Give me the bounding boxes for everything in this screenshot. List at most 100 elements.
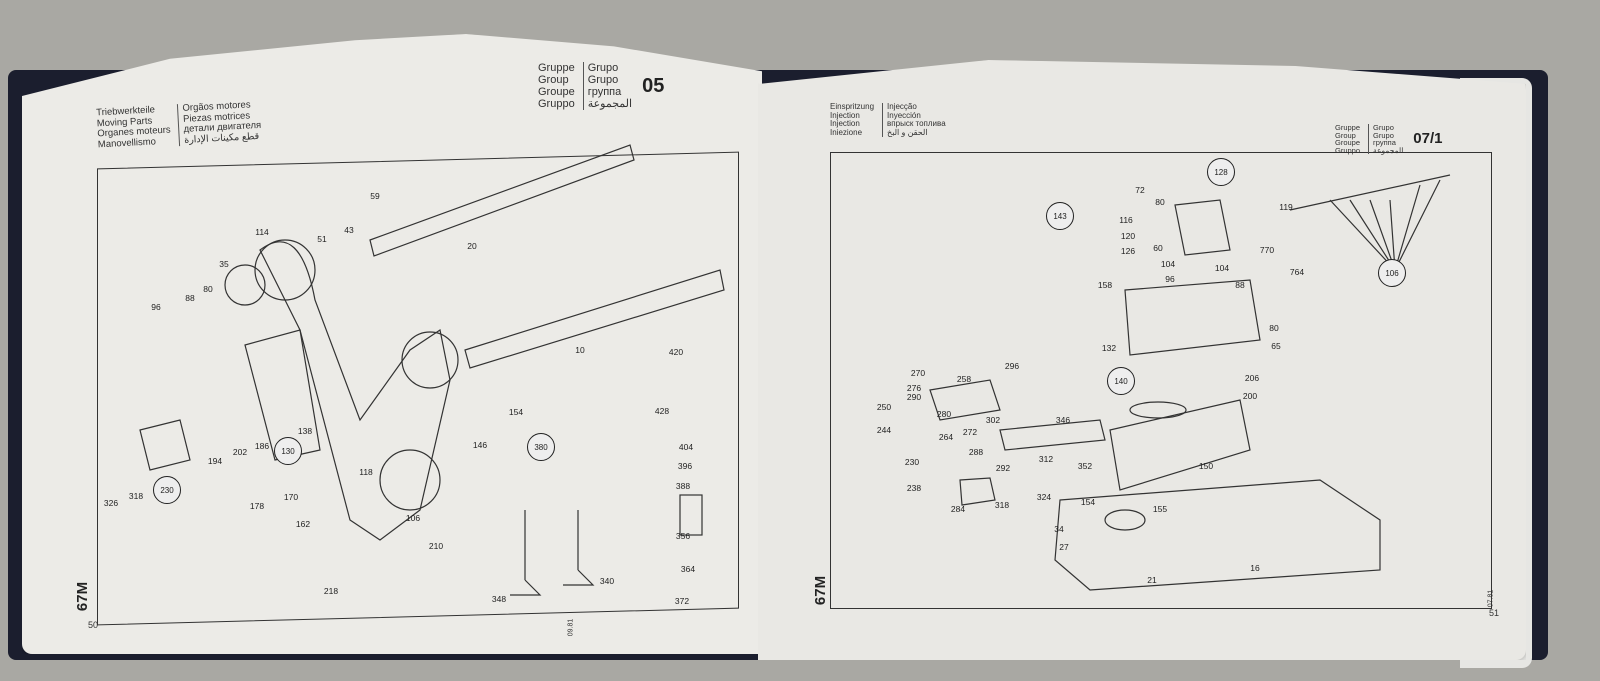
- part-number-callout: 238: [906, 483, 922, 493]
- part-number-callout: 130: [274, 437, 302, 465]
- part-number-callout: 340: [599, 576, 615, 586]
- part-number-callout: 158: [1097, 280, 1113, 290]
- right-page: [758, 60, 1526, 660]
- part-number-callout: 428: [654, 406, 670, 416]
- part-number-callout: 51: [317, 234, 327, 244]
- part-number-callout: 276: [906, 383, 922, 393]
- group-label: Grupo: [587, 62, 619, 74]
- part-number-callout: 770: [1259, 245, 1275, 255]
- part-number-callout: 364: [680, 564, 696, 574]
- part-number-callout: 104: [1160, 259, 1176, 269]
- part-number-callout: 202: [232, 447, 248, 457]
- part-number-callout: 132: [1101, 343, 1117, 353]
- part-number-callout: 80: [1155, 197, 1165, 207]
- title-es: Inyección: [887, 110, 921, 120]
- title-it: Iniezione: [830, 127, 863, 137]
- part-number-callout: 318: [994, 500, 1010, 510]
- part-number-callout: 258: [956, 374, 972, 384]
- part-number-callout: 264: [938, 432, 954, 442]
- part-number-callout: 35: [219, 259, 229, 269]
- camshaft-lower: [464, 269, 725, 369]
- part-number-callout: 230: [904, 457, 920, 467]
- part-number-callout: 155: [1152, 504, 1168, 514]
- intake-manifold: [1109, 399, 1251, 491]
- part-number-callout: 312: [1038, 454, 1054, 464]
- title-de: Einspritzung: [830, 102, 875, 111]
- left-diagram-frame: [97, 151, 739, 626]
- group-label: Group: [538, 74, 569, 86]
- left-side-code: 67M: [74, 581, 92, 612]
- injector-lines: [1289, 174, 1451, 271]
- part-number-callout: 272: [962, 427, 978, 437]
- part-number-callout: 162: [295, 519, 311, 529]
- group-label: Group: [1335, 130, 1356, 140]
- part-number-callout: 218: [323, 586, 339, 596]
- group-label: Grupo: [587, 74, 619, 86]
- part-number-callout: 146: [472, 440, 488, 450]
- part-number-callout: 88: [185, 293, 195, 303]
- camshaft-upper: [369, 144, 635, 257]
- part-number-callout: 326: [103, 498, 119, 508]
- part-number-callout: 88: [1235, 280, 1245, 290]
- part-number-callout: 65: [1271, 341, 1281, 351]
- part-number-callout: 106: [1378, 259, 1406, 287]
- part-number-callout: 230: [153, 476, 181, 504]
- group-number: 07/1: [1413, 130, 1443, 147]
- part-number-callout: 186: [254, 441, 270, 451]
- part-number-callout: 128: [1207, 158, 1235, 186]
- part-number-callout: 119: [1279, 202, 1293, 212]
- part-number-callout: 16: [1250, 563, 1260, 573]
- left-date: 09.81: [567, 618, 575, 637]
- part-number-callout: 420: [668, 347, 684, 357]
- part-number-callout: 352: [1077, 461, 1093, 471]
- engine-block: [1054, 479, 1381, 591]
- part-number-callout: 296: [1004, 361, 1020, 371]
- part-number-callout: 72: [1135, 185, 1145, 195]
- part-number-callout: 21: [1147, 575, 1157, 585]
- group-label: Grupo: [1373, 130, 1394, 140]
- part-number-callout: 143: [1046, 202, 1074, 230]
- part-number-callout: 118: [359, 467, 373, 477]
- part-number-callout: 346: [1055, 415, 1071, 425]
- group-label: Gruppe: [538, 62, 575, 74]
- group-label: المجموعة: [1373, 145, 1404, 155]
- title-fr: Injection: [830, 119, 860, 128]
- group-label: Grupo: [1373, 123, 1394, 132]
- part-number-callout: 138: [297, 426, 313, 436]
- part-number-callout: 178: [249, 501, 265, 511]
- part-number-callout: 396: [677, 461, 693, 471]
- part-number-callout: 388: [675, 481, 691, 491]
- part-number-callout: 104: [1214, 263, 1230, 273]
- part-number-callout: 206: [1244, 373, 1260, 383]
- right-page-number: 51: [1489, 608, 1500, 618]
- part-number-callout: 140: [1107, 367, 1135, 395]
- left-page: [22, 34, 762, 654]
- part-number-callout: 150: [1198, 461, 1214, 471]
- part-number-callout: 27: [1059, 542, 1069, 552]
- group-label: المجموعة: [587, 98, 633, 110]
- part-number-callout: 302: [985, 415, 1001, 425]
- part-number-callout: 284: [950, 504, 966, 514]
- part-number-callout: 96: [1165, 274, 1175, 284]
- part-number-callout: 764: [1289, 267, 1305, 277]
- injection-pump: [1174, 199, 1231, 256]
- sprocket-lower: [379, 449, 441, 511]
- title-ar: الحقن و البخ: [887, 127, 928, 137]
- part-number-callout: 280: [936, 409, 952, 419]
- part-number-callout: 60: [1153, 243, 1163, 253]
- title-ru: впрыск топлива: [887, 119, 946, 128]
- part-number-callout: 106: [405, 513, 421, 523]
- group-label: Gruppe: [1335, 123, 1361, 132]
- left-page-number: 50: [88, 620, 99, 630]
- part-number-callout: 80: [203, 284, 213, 294]
- part-number-callout: 34: [1054, 524, 1064, 534]
- part-number-callout: 126: [1120, 246, 1136, 256]
- part-number-callout: 154: [508, 407, 524, 417]
- group-label: Gruppo: [1335, 145, 1361, 155]
- part-number-callout: 292: [995, 463, 1011, 473]
